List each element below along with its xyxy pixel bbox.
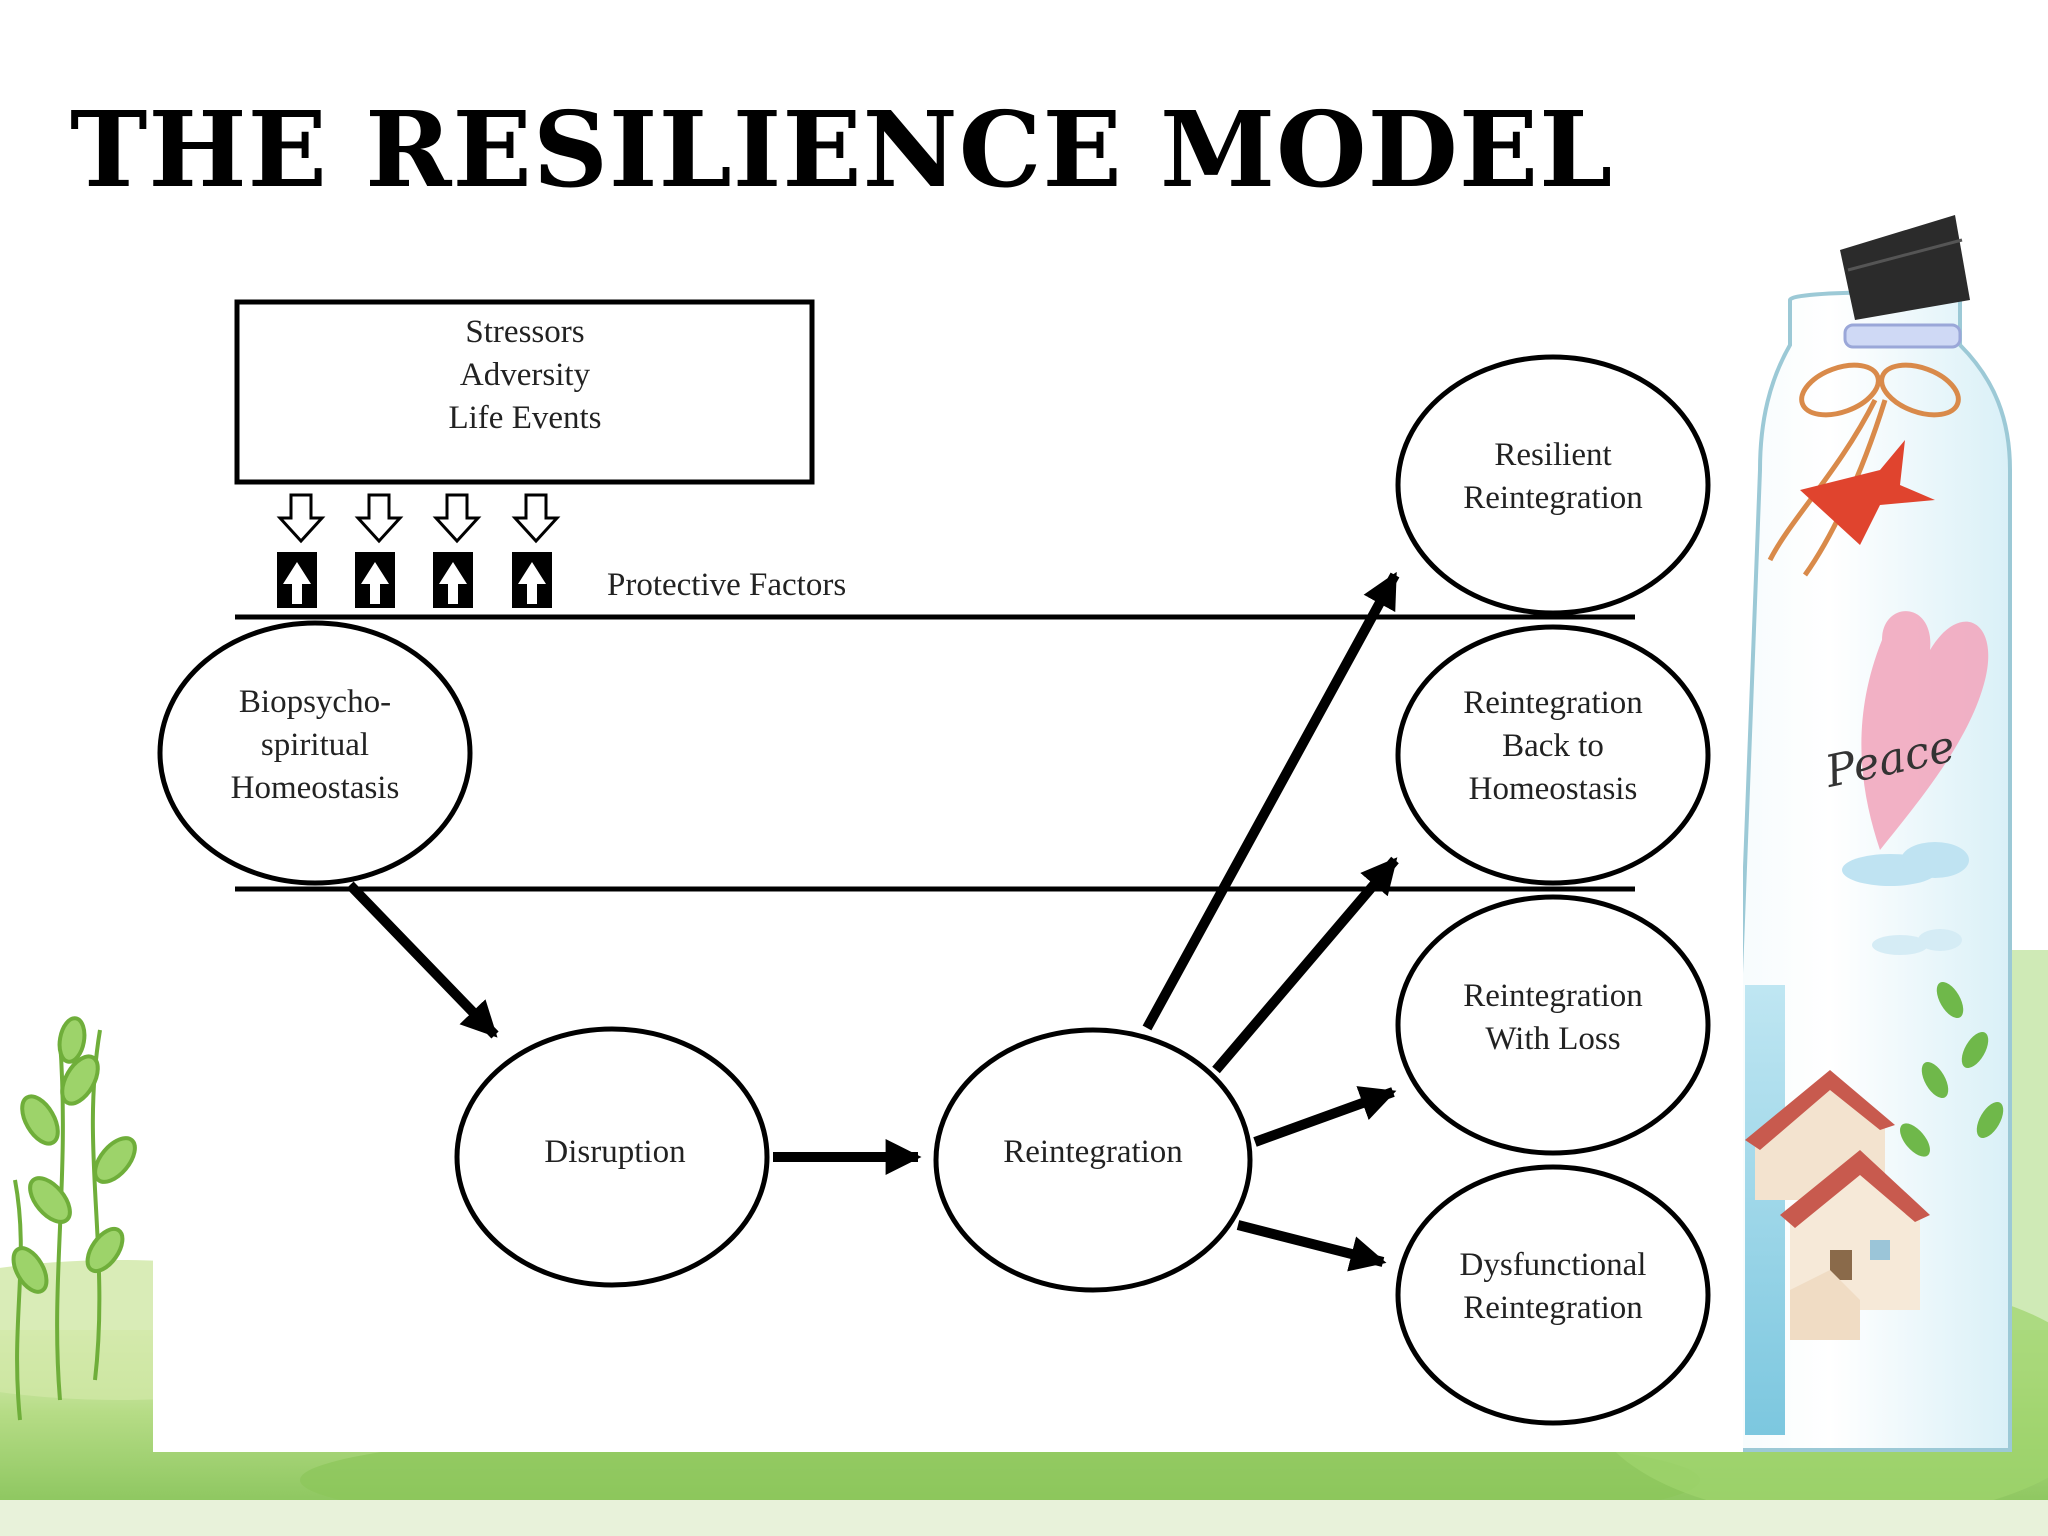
stressors-line-1: Stressors: [465, 314, 584, 350]
arrow-homeostasis-to-disruption: [346, 881, 499, 1039]
outcome-1-line-1: Resilient: [1494, 437, 1611, 473]
homeostasis-line-1: Biopsycho-: [239, 684, 391, 720]
up-arrow-icon: [277, 552, 317, 608]
outcome-3-line-2: With Loss: [1485, 1021, 1620, 1057]
protective-up-arrows: [277, 552, 552, 608]
outcome-2-line-3: Homeostasis: [1469, 771, 1638, 807]
outcome-1-line-2: Reintegration: [1463, 480, 1643, 516]
up-arrow-icon: [355, 552, 395, 608]
protective-factors-label: Protective Factors: [607, 567, 846, 603]
stressor-down-arrows: [276, 493, 561, 544]
slide-title: The Resilience Model: [70, 88, 1614, 211]
outcome-back-to-homeostasis: Reintegration Back to Homeostasis: [1395, 624, 1711, 886]
outcome-dysfunctional-reintegration: Dysfunctional Reintegration: [1395, 1164, 1711, 1426]
stressors-line-2: Adversity: [460, 357, 591, 393]
up-arrow-icon: [433, 552, 473, 608]
arrow-to-dysfunctional: [1236, 1220, 1387, 1272]
disruption-node: Disruption: [454, 1026, 770, 1288]
outcome-4-line-1: Dysfunctional: [1460, 1247, 1647, 1283]
homeostasis-line-2: spiritual: [261, 727, 369, 763]
homeostasis-line-3: Homeostasis: [231, 770, 400, 806]
stressors-box: Stressors Adversity Life Events: [234, 299, 815, 485]
outcome-2-line-1: Reintegration: [1463, 685, 1643, 721]
outcome-3-line-1: Reintegration: [1463, 978, 1643, 1014]
down-arrow-icon: [432, 493, 482, 544]
stressors-line-3: Life Events: [448, 400, 601, 436]
arrow-to-back-to-homeostasis: [1212, 856, 1399, 1074]
disruption-label: Disruption: [544, 1134, 685, 1170]
left-plant-sprigs: [11, 1016, 137, 1421]
outcome-with-loss: Reintegration With Loss: [1395, 894, 1711, 1156]
up-arrow-icon: [512, 552, 552, 608]
outcome-2-line-2: Back to: [1502, 728, 1604, 764]
arrow-to-with-loss: [1253, 1086, 1397, 1147]
outcome-resilient-reintegration: Resilient Reintegration: [1395, 354, 1711, 616]
reintegration-node: Reintegration: [933, 1027, 1253, 1293]
down-arrow-icon: [511, 493, 561, 544]
down-arrow-icon: [276, 493, 326, 544]
homeostasis-node: Biopsycho- spiritual Homeostasis: [157, 620, 473, 886]
reintegration-label: Reintegration: [1003, 1134, 1183, 1170]
connector-arrows: [346, 571, 1400, 1272]
arrow-to-resilient-reintegration: [1142, 571, 1400, 1031]
down-arrow-icon: [354, 493, 404, 544]
outcome-4-line-2: Reintegration: [1463, 1290, 1643, 1326]
